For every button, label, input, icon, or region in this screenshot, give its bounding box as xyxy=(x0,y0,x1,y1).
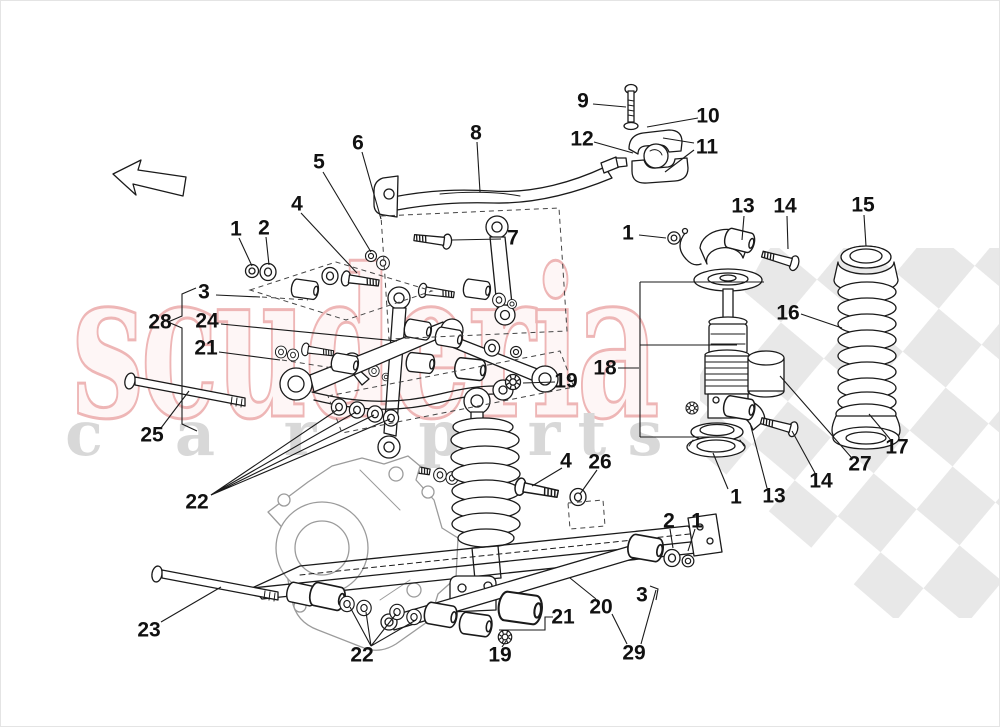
part-label-1: 1 xyxy=(691,510,703,533)
stabilizer-clamp-assembly xyxy=(623,83,689,184)
watermark-letter: a xyxy=(175,397,215,470)
watermark-letter: r xyxy=(528,397,562,470)
dashed-boxes xyxy=(248,207,606,530)
part-label-7: 7 xyxy=(507,227,519,250)
part-label-20: 20 xyxy=(589,596,612,619)
part-label-16: 16 xyxy=(776,302,799,325)
part-label-18: 18 xyxy=(593,357,617,380)
part-label-29: 29 xyxy=(622,642,645,665)
bolt-group-4-26 xyxy=(512,476,587,507)
part-label-2: 2 xyxy=(258,217,270,240)
part-label-5: 5 xyxy=(313,151,325,174)
direction-arrow-icon xyxy=(112,159,187,197)
part-label-1: 1 xyxy=(622,222,634,245)
part-label-21: 21 xyxy=(551,606,575,629)
part-label-19: 19 xyxy=(488,644,511,667)
part-label-22: 22 xyxy=(350,644,373,667)
part-label-15: 15 xyxy=(851,194,875,217)
part-label-28: 28 xyxy=(148,311,172,334)
watermark-brand: scuderia carparts xyxy=(65,224,665,471)
part-label-13: 13 xyxy=(762,485,785,508)
part-label-12: 12 xyxy=(570,128,593,151)
part-label-22: 22 xyxy=(185,491,208,514)
part-label-13: 13 xyxy=(731,195,754,218)
part-label-14: 14 xyxy=(809,470,833,493)
part-label-14: 14 xyxy=(773,195,797,218)
watermark-letter: c xyxy=(65,397,103,470)
part-label-3: 3 xyxy=(198,281,210,304)
watermark-letter: r xyxy=(284,397,318,470)
stabilizer-bar xyxy=(373,156,628,218)
spring-seat-collar xyxy=(686,422,746,458)
part-label-17: 17 xyxy=(885,436,908,459)
part-label-2: 2 xyxy=(663,510,675,533)
part-label-8: 8 xyxy=(470,122,482,145)
watermark-letter: s xyxy=(628,397,663,470)
center-shock-spring xyxy=(450,387,521,593)
part-label-10: 10 xyxy=(696,105,719,128)
watermark-brand-text: scuderia xyxy=(72,225,657,465)
part-label-4: 4 xyxy=(291,193,303,216)
part-label-24: 24 xyxy=(195,310,219,333)
part-label-26: 26 xyxy=(588,451,611,474)
part-label-6: 6 xyxy=(352,132,364,155)
part-label-1: 1 xyxy=(730,486,742,509)
part-label-27: 27 xyxy=(848,453,871,476)
part-label-1: 1 xyxy=(230,218,242,241)
pivot-rod-23 xyxy=(151,565,279,602)
part-label-21: 21 xyxy=(194,337,218,360)
part-label-23: 23 xyxy=(137,619,160,642)
watermark-letter: t xyxy=(578,397,607,470)
upper-control-arm xyxy=(279,318,559,401)
part-label-11: 11 xyxy=(696,136,719,159)
helper-spring-cylinder xyxy=(747,350,785,398)
part-label-19: 19 xyxy=(554,370,577,393)
leader-lines xyxy=(160,103,891,648)
part-label-25: 25 xyxy=(140,424,164,447)
arm-rear-hardware xyxy=(625,532,695,568)
part-label-3: 3 xyxy=(636,584,648,607)
part-label-4: 4 xyxy=(560,450,572,473)
stabilizer-drop-link xyxy=(364,215,516,326)
pivot-rod-25 xyxy=(124,372,246,408)
part-label-9: 9 xyxy=(577,90,589,113)
